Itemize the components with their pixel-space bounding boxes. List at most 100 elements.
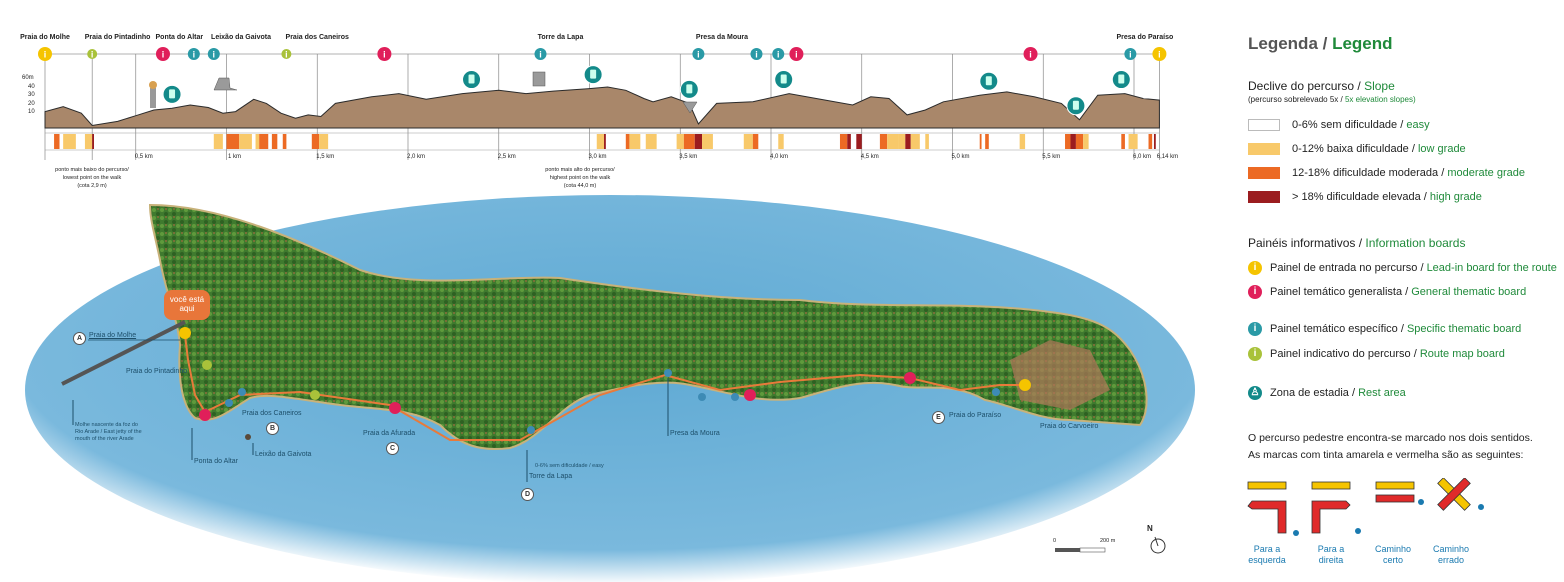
y-tick: 20 bbox=[28, 100, 35, 107]
scale-zero-label: 0 bbox=[1053, 538, 1057, 544]
point-a-marker: A bbox=[73, 332, 86, 345]
specific-board-icon: i bbox=[1248, 322, 1262, 336]
slope-segment-high bbox=[856, 134, 862, 149]
swatch-moderate bbox=[1248, 167, 1280, 180]
lead-in-board-icon bbox=[179, 327, 191, 339]
km-tick-label: 4,0 km bbox=[769, 154, 789, 160]
info-glyph: i bbox=[213, 50, 216, 60]
swatch-low bbox=[1248, 143, 1280, 156]
swatch-high bbox=[1248, 191, 1280, 204]
rest-area-bench bbox=[468, 74, 475, 84]
info-glyph: i bbox=[755, 50, 758, 60]
slope-segment-moderate bbox=[1121, 134, 1125, 149]
slope-segment-low bbox=[84, 134, 93, 149]
slope-segment-moderate bbox=[985, 134, 989, 149]
slope-segment-high bbox=[1070, 134, 1076, 149]
specific-board-icon bbox=[692, 48, 705, 60]
boards-heading: Painéis informativos / Information board… bbox=[1248, 236, 1466, 250]
route-map-board-icon bbox=[87, 49, 98, 59]
km-tick-label: 2,5 km bbox=[497, 154, 516, 160]
presa-da-moura-icon bbox=[682, 101, 698, 114]
slope-segment-low bbox=[1083, 134, 1089, 149]
slope-segment-moderate bbox=[1148, 134, 1153, 149]
lead-in-board-icon bbox=[1152, 47, 1167, 61]
slope-segment-moderate bbox=[979, 134, 982, 149]
slope-segment-low bbox=[63, 134, 76, 149]
jetty bbox=[61, 320, 186, 386]
km-tick-label: 6,0 km bbox=[1132, 154, 1152, 160]
profile-place-label: Leixão da Gaivota bbox=[211, 34, 271, 41]
profile-place-label: Ponta do Altar bbox=[155, 34, 204, 41]
slope-segment-low bbox=[213, 134, 223, 149]
label-praia-do-paraiso: Praia do Paraíso bbox=[949, 412, 1002, 419]
km-tick-label: 4,5 km bbox=[860, 154, 879, 160]
point-e-marker: E bbox=[932, 411, 945, 424]
label-praia-do-molhe: Praia do Molhe bbox=[89, 332, 137, 339]
specific-board-icon bbox=[225, 399, 233, 407]
specific-board-icon bbox=[527, 426, 535, 434]
legend-title: Legenda / Legend bbox=[1248, 34, 1393, 53]
slope-subheading: (percurso sobrelevado 5x / 5x elevation … bbox=[1248, 95, 1416, 104]
info-glyph: i bbox=[1129, 50, 1132, 60]
specific-board-icon bbox=[698, 393, 706, 401]
scale-max-label: 200 m bbox=[1100, 538, 1116, 544]
slope-segment-moderate bbox=[1075, 134, 1084, 149]
slope-segment-moderate bbox=[879, 134, 888, 149]
rest-area-bench bbox=[1072, 100, 1079, 110]
lighthouse-light bbox=[149, 81, 157, 89]
rest-area-bench bbox=[985, 76, 992, 86]
label-ponta-do-altar: Ponta do Altar bbox=[194, 458, 238, 465]
slope-segment-moderate bbox=[54, 134, 60, 149]
marked-text-1: O percurso pedestre encontra-se marcado … bbox=[1248, 432, 1533, 444]
info-glyph: i bbox=[1158, 50, 1161, 60]
km-tick-label: 5,0 km bbox=[951, 154, 970, 160]
elevation-axis: 60m 40 30 20 10 bbox=[22, 74, 35, 117]
slope-segment-low bbox=[319, 134, 329, 149]
slope-segment-low bbox=[1019, 134, 1026, 149]
elevation-area bbox=[44, 86, 1160, 129]
lead-in-board-icon bbox=[1019, 379, 1031, 391]
slope-easy: 0-6% sem dificuldade / easy bbox=[1248, 119, 1430, 132]
specific-board-icon bbox=[772, 48, 785, 60]
route-map-board-icon bbox=[310, 390, 320, 400]
point-b-marker: B bbox=[266, 422, 279, 435]
slope-segment-moderate bbox=[683, 134, 695, 149]
walking-route bbox=[184, 334, 1025, 441]
profile-place-label: Praia dos Caneiros bbox=[285, 34, 349, 41]
slope-segment-low bbox=[887, 134, 899, 149]
lowest-point-note: ponto mais baixo do percurso/lowest poin… bbox=[55, 167, 129, 189]
slope-segment-low bbox=[743, 134, 753, 149]
route-map-board-icon bbox=[281, 49, 292, 59]
right-way-sign-icon bbox=[1375, 481, 1424, 505]
slope-moderate: 12-18% dificuldade moderada / moderate g… bbox=[1248, 167, 1525, 180]
specific-board-icon bbox=[187, 48, 200, 60]
slope-segment-moderate bbox=[226, 134, 240, 149]
info-glyph: i bbox=[383, 50, 386, 60]
slope-segment-moderate bbox=[625, 134, 630, 149]
general-board-icon bbox=[389, 402, 401, 414]
label-praia-do-carvoeiro: Praia do Carvoeiro bbox=[1040, 423, 1099, 430]
compass-icon bbox=[1150, 538, 1166, 554]
general-board-icon bbox=[744, 389, 756, 401]
slope-segment-low bbox=[898, 134, 906, 149]
y-tick: 10 bbox=[28, 109, 35, 116]
rest-area-bench bbox=[686, 84, 693, 94]
info-glyph: i bbox=[193, 50, 196, 60]
specific-board-icon bbox=[207, 48, 220, 60]
specific-board-icon bbox=[731, 393, 739, 401]
y-tick: 30 bbox=[28, 92, 35, 99]
specific-board-icon bbox=[238, 388, 246, 396]
km-tick-label: 2,0 km bbox=[406, 154, 426, 160]
lead-in-board-icon bbox=[38, 47, 52, 61]
land bbox=[148, 203, 1148, 451]
rest-area-bench bbox=[169, 89, 176, 99]
general-board-icon: i bbox=[1248, 285, 1262, 299]
specific-board-icon bbox=[664, 369, 672, 377]
torre-da-lapa-icon bbox=[532, 71, 546, 87]
info-glyph: i bbox=[1029, 50, 1032, 60]
